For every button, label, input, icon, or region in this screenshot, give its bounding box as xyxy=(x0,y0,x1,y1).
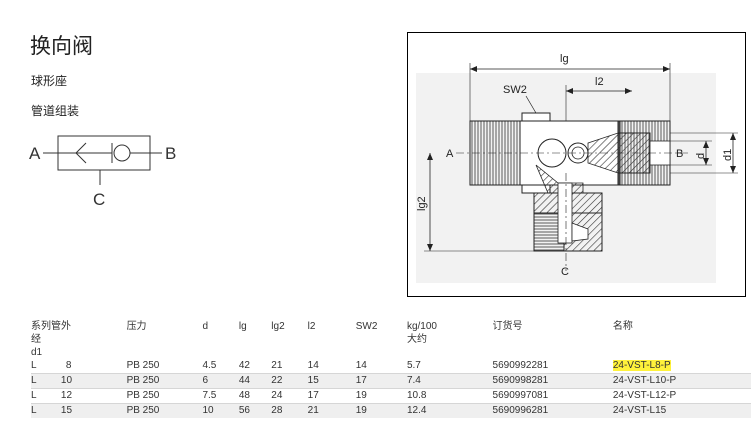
dim-d: d xyxy=(695,153,707,159)
cell-pressure: PB 250 xyxy=(126,359,203,374)
header-series-line3: d1 xyxy=(31,347,43,358)
header-series: 系列管外 经 d1 xyxy=(31,320,127,359)
table-header-row: 系列管外 经 d1 压力 d lg lg2 l2 SW2 kg/100 大约 订… xyxy=(31,320,751,359)
cell-series: L xyxy=(31,405,37,416)
cell-name: 24-VST-L15 xyxy=(612,405,667,416)
header-name: 名称 xyxy=(612,321,633,332)
cell-kg: 12.4 xyxy=(406,405,427,416)
dim-l2: l2 xyxy=(595,76,604,88)
symbol-port-c: C xyxy=(93,190,105,209)
drawing-port-a: A xyxy=(446,148,454,160)
dim-lg2: lg2 xyxy=(416,196,428,211)
cell-od: 15 xyxy=(60,405,73,416)
dim-lg: lg xyxy=(560,53,569,65)
header-lg: lg xyxy=(238,321,247,332)
cell-series: L xyxy=(31,359,41,374)
dim-sw2: SW2 xyxy=(503,84,527,96)
cell-sw2: 19 xyxy=(355,388,407,404)
cell-lg2: 21 xyxy=(271,359,308,374)
cell-od: 8 xyxy=(40,359,127,374)
cell-d: 4.5 xyxy=(202,359,239,374)
cell-name: 24-VST-L10-P xyxy=(612,373,751,389)
valve-symbol: A B C xyxy=(29,135,176,209)
header-l2: l2 xyxy=(307,321,316,332)
cell-name: 24-VST-L12-P xyxy=(612,388,751,404)
cell-lg2: 28 xyxy=(271,405,283,416)
tee-fitting-section-drawing: lg l2 SW2 A B xyxy=(416,53,738,283)
highlighted-part-name: 24-VST-L8-P xyxy=(612,360,671,371)
spec-table: 系列管外 经 d1 压力 d lg lg2 l2 SW2 kg/100 大约 订… xyxy=(31,320,751,418)
cell-pressure: PB 250 xyxy=(126,405,160,416)
cell-l2: 21 xyxy=(307,405,319,416)
dim-d1: d1 xyxy=(722,149,734,161)
table-row: L 8 PB 250 4.5 42 21 14 14 5.7 569099228… xyxy=(31,359,751,374)
cell-d: 6 xyxy=(202,373,239,389)
subtitle-ball-seat: 球形座 xyxy=(31,74,68,88)
symbol-port-b: B xyxy=(165,144,176,163)
table-row: L 10 PB 250 6 44 22 15 17 7.4 5690998281… xyxy=(31,373,751,389)
symbol-port-a: A xyxy=(29,144,41,163)
cell-od: 12 xyxy=(40,388,127,404)
cell-sw2: 14 xyxy=(355,359,407,374)
cell-sw2: 17 xyxy=(355,373,407,389)
cell-d: 10 xyxy=(202,405,214,416)
header-kg: kg/100 大约 xyxy=(407,320,493,359)
cell-sw2: 19 xyxy=(355,405,367,416)
subtitle-pipe-assembly: 管道组装 xyxy=(31,104,80,118)
header-d: d xyxy=(202,321,208,332)
cell-order: 5690998281 xyxy=(492,373,613,389)
cell-order: 5690997081 xyxy=(492,388,613,404)
header-kg-line1: kg/100 xyxy=(406,321,437,332)
drawing-port-c: C xyxy=(561,266,569,278)
cell-lg2: 22 xyxy=(271,373,308,389)
technical-drawing: lg l2 SW2 A B xyxy=(407,32,746,297)
drawing-port-b: B xyxy=(676,148,683,160)
cell-kg: 7.4 xyxy=(406,373,493,389)
cell-order: 5690996281 xyxy=(492,405,549,416)
cell-l2: 17 xyxy=(307,388,356,404)
cell-kg: 10.8 xyxy=(406,388,493,404)
cell-lg: 48 xyxy=(238,388,272,404)
cell-od: 10 xyxy=(40,373,127,389)
cell-pressure: PB 250 xyxy=(126,373,203,389)
cell-pressure: PB 250 xyxy=(126,388,203,404)
cell-name: 24-VST-L8-P xyxy=(612,359,751,374)
table-row: L 15 PB 250 10 56 28 21 19 12.4 56909962… xyxy=(31,403,751,418)
cell-lg: 56 xyxy=(238,405,250,416)
header-pressure: 压力 xyxy=(126,321,147,332)
cell-l2: 14 xyxy=(307,359,356,374)
header-series-line2: 经 xyxy=(31,334,41,345)
cell-d: 7.5 xyxy=(202,388,239,404)
cell-series: L xyxy=(31,373,41,389)
cell-series: L xyxy=(31,388,41,404)
header-series-line1: 系列管外 xyxy=(31,321,71,332)
cell-l2: 15 xyxy=(307,373,356,389)
page-title: 换向阀 xyxy=(30,34,93,58)
header-lg2: lg2 xyxy=(271,321,285,332)
cell-lg: 44 xyxy=(238,373,272,389)
header-kg-line2: 大约 xyxy=(406,334,427,345)
header-sw2: SW2 xyxy=(355,321,378,332)
header-order: 订货号 xyxy=(492,321,523,332)
cell-order: 5690992281 xyxy=(492,359,613,374)
table-row: L 12 PB 250 7.5 48 24 17 19 10.8 5690997… xyxy=(31,388,751,404)
cell-lg2: 24 xyxy=(271,388,308,404)
cell-lg: 42 xyxy=(238,359,272,374)
cell-kg: 5.7 xyxy=(406,359,493,374)
